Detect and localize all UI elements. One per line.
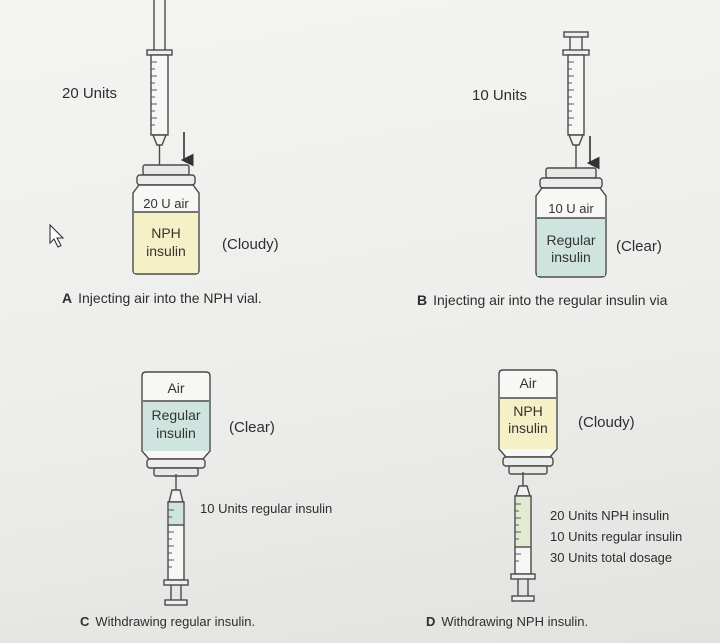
panel-a-units-label: 20 Units — [62, 85, 118, 102]
panel-a-vial-drug-label-2: insulin — [146, 243, 186, 259]
panel-d-appearance-label: (Cloudy) — [578, 414, 635, 431]
panel-c-vial — [141, 371, 211, 477]
panel-d-vial-drug-label-1: NPH — [513, 403, 543, 419]
panel-c-syringe — [163, 474, 189, 606]
panel-c-caption-letter: C — [80, 614, 90, 629]
panel-c-caption: C Withdrawing regular insulin. — [80, 614, 255, 629]
panel-d-vial-air-label: Air — [519, 375, 536, 391]
panel-b-caption-text: Injecting air into the regular insulin v… — [433, 292, 668, 308]
panel-a-vial-air-label: 20 U air — [143, 196, 189, 211]
panel-b-vial-drug-label-2: insulin — [551, 249, 591, 265]
panel-b-appearance-label: (Clear) — [616, 238, 662, 255]
panel-a-caption-text: Injecting air into the NPH vial. — [78, 290, 262, 306]
panel-d-dose-line: 30 Units total dosage — [550, 550, 673, 565]
panel-b-vial-drug-label-1: Regular — [546, 232, 595, 248]
panel-b-caption-letter: B — [417, 292, 428, 308]
panel-c-vial-drug-label-2: insulin — [156, 425, 196, 441]
panel-d-dose-line: 10 Units regular insulin — [550, 529, 683, 544]
panel-b-units-label: 10 Units — [472, 87, 528, 104]
panel-b-syringe — [562, 31, 590, 172]
panel-d-vial-drug-label-2: insulin — [508, 420, 548, 436]
panel-d-vial — [498, 369, 558, 475]
panel-c-vial-air-label: Air — [167, 380, 184, 396]
panel-b-caption: B Injecting air into the regular insulin … — [417, 292, 667, 308]
panel-c-vial-drug-label-1: Regular — [151, 407, 200, 423]
panel-b-vial — [535, 167, 607, 278]
panel-a-caption: A Injecting air into the NPH vial. — [62, 290, 262, 306]
panel-d-dose-list: 20 Units NPH insulin 10 Units regular in… — [550, 505, 682, 568]
panel-c-dose-label: 10 Units regular insulin — [200, 501, 333, 516]
panel-d-dose-line: 20 Units NPH insulin — [550, 508, 670, 523]
panel-a-caption-letter: A — [62, 290, 73, 306]
panel-c-caption-text: Withdrawing regular insulin. — [95, 614, 256, 629]
panel-a-appearance-label: (Cloudy) — [222, 236, 279, 253]
panel-c-appearance-label: (Clear) — [229, 419, 275, 436]
panel-d-caption: D Withdrawing NPH insulin. — [426, 614, 588, 629]
panel-a-vial-drug-label-1: NPH — [151, 225, 181, 241]
panel-d-caption-letter: D — [426, 614, 436, 629]
panel-a-syringe — [146, 0, 173, 168]
panel-d-caption-text: Withdrawing NPH insulin. — [441, 614, 589, 629]
mouse-cursor-icon — [49, 223, 65, 248]
panel-b-vial-air-label: 10 U air — [548, 201, 594, 216]
panel-a-vial — [132, 164, 200, 275]
panel-d-syringe — [510, 472, 536, 602]
